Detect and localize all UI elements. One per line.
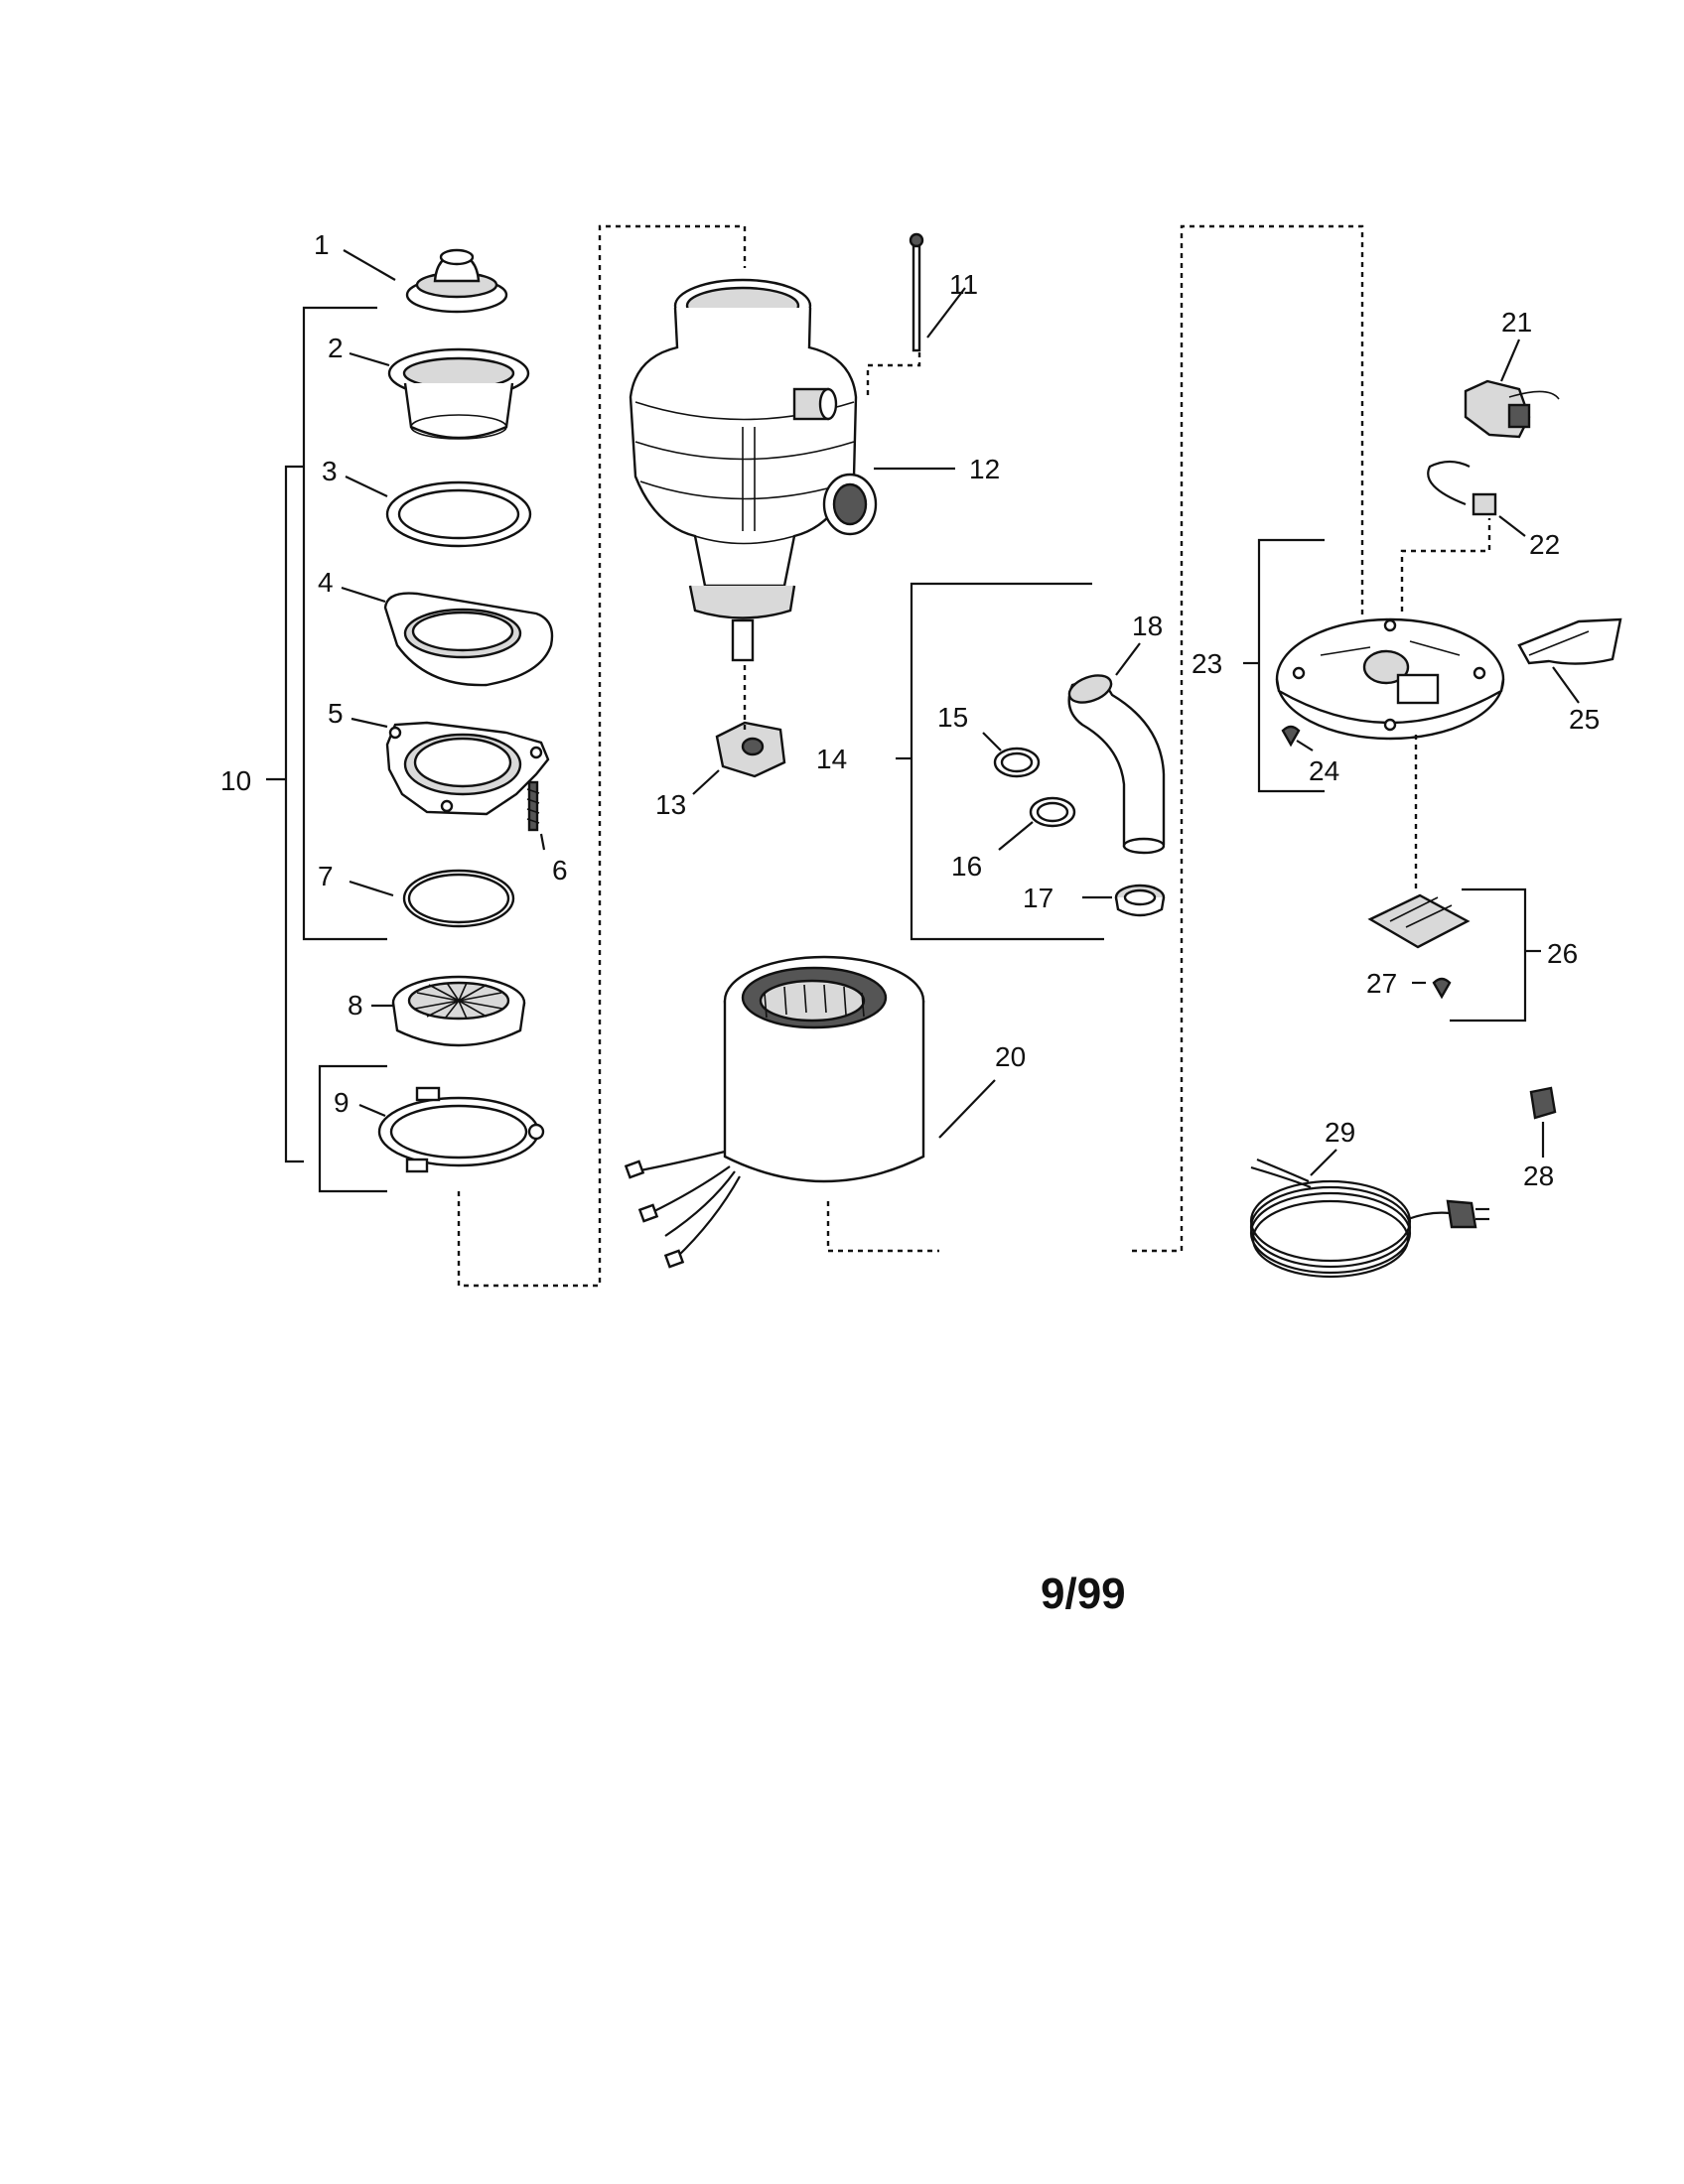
- callout-22: 22: [1529, 529, 1560, 560]
- part-12-upper-housing: [629, 278, 878, 662]
- callout-26: 26: [1547, 938, 1578, 969]
- part-5-mounting-ring: [385, 721, 550, 816]
- callout-1: 1: [314, 229, 330, 260]
- assembly-lines: [457, 224, 1491, 1288]
- part-25-shield-bracket: [1517, 617, 1622, 665]
- callout-14: 14: [816, 744, 847, 774]
- callout-25: 25: [1569, 704, 1600, 735]
- callout-13: 13: [655, 789, 686, 820]
- callout-9: 9: [334, 1087, 350, 1118]
- part-6-mounting-screw: [526, 780, 540, 832]
- part-20-motor-stator: [624, 955, 925, 1269]
- callout-20: 20: [995, 1041, 1026, 1072]
- part-2-sink-flange: [387, 347, 530, 440]
- part-15-discharge-gasket: [993, 747, 1041, 778]
- callout-12: 12: [969, 454, 1000, 484]
- part-1-stopper: [405, 248, 508, 314]
- part-29-power-cord: [1249, 1158, 1489, 1279]
- part-4-backup-flange: [383, 592, 554, 687]
- bracket-23-plate-assembly: [1243, 538, 1325, 793]
- date-code: 9/99: [1041, 1570, 1126, 1618]
- part-24-screw: [1281, 725, 1301, 748]
- part-27-screw: [1432, 977, 1452, 1000]
- part-21-overload-switch: [1464, 379, 1560, 439]
- callout-27: 27: [1366, 968, 1397, 999]
- callout-11: 11: [949, 269, 978, 300]
- leader-lines: [341, 249, 1580, 1176]
- part-7-snap-ring: [402, 869, 515, 928]
- callout-29: 29: [1325, 1117, 1355, 1148]
- callout-10: 10: [220, 765, 251, 796]
- callout-8: 8: [348, 990, 363, 1021]
- callout-23: 23: [1192, 648, 1222, 679]
- callout-3: 3: [322, 456, 338, 486]
- part-16-gasket: [1029, 796, 1076, 828]
- part-8-splash-baffle: [391, 975, 526, 1047]
- part-22-connector: [1427, 460, 1497, 516]
- part-3-fiber-gasket: [385, 480, 532, 548]
- callout-15: 15: [937, 702, 968, 733]
- callout-5: 5: [328, 698, 344, 729]
- callout-18: 18: [1132, 611, 1163, 641]
- bracket-9-clamp: [318, 1064, 387, 1193]
- callout-21: 21: [1501, 307, 1532, 338]
- callout-24: 24: [1309, 755, 1339, 786]
- part-28-wire-nut: [1529, 1086, 1557, 1120]
- part-9-clamp-ring: [377, 1086, 545, 1173]
- callout-2: 2: [328, 333, 344, 363]
- bracket-14-discharge-kit: [896, 582, 1104, 941]
- callout-16: 16: [951, 851, 982, 882]
- callout-7: 7: [318, 861, 334, 891]
- part-13-coupling: [715, 721, 786, 778]
- part-23-end-bell-plate: [1275, 617, 1505, 741]
- callout-labels: 1 2 3 4 5 6 7 8 9 10 11 12 13 14 15 16 1…: [220, 229, 1600, 1191]
- part-18-discharge-elbow: [1067, 674, 1166, 855]
- part-11-housing-bolt: [909, 232, 924, 352]
- bracket-10-flange-assembly: [266, 306, 387, 1163]
- callout-17: 17: [1023, 883, 1053, 913]
- callout-28: 28: [1523, 1160, 1554, 1191]
- callout-4: 4: [318, 567, 334, 598]
- part-17-slip-nut: [1114, 884, 1166, 917]
- callout-6: 6: [552, 855, 568, 886]
- bracket-26-cover-assembly: [1450, 887, 1541, 1023]
- part-26-cover-plate: [1367, 893, 1471, 949]
